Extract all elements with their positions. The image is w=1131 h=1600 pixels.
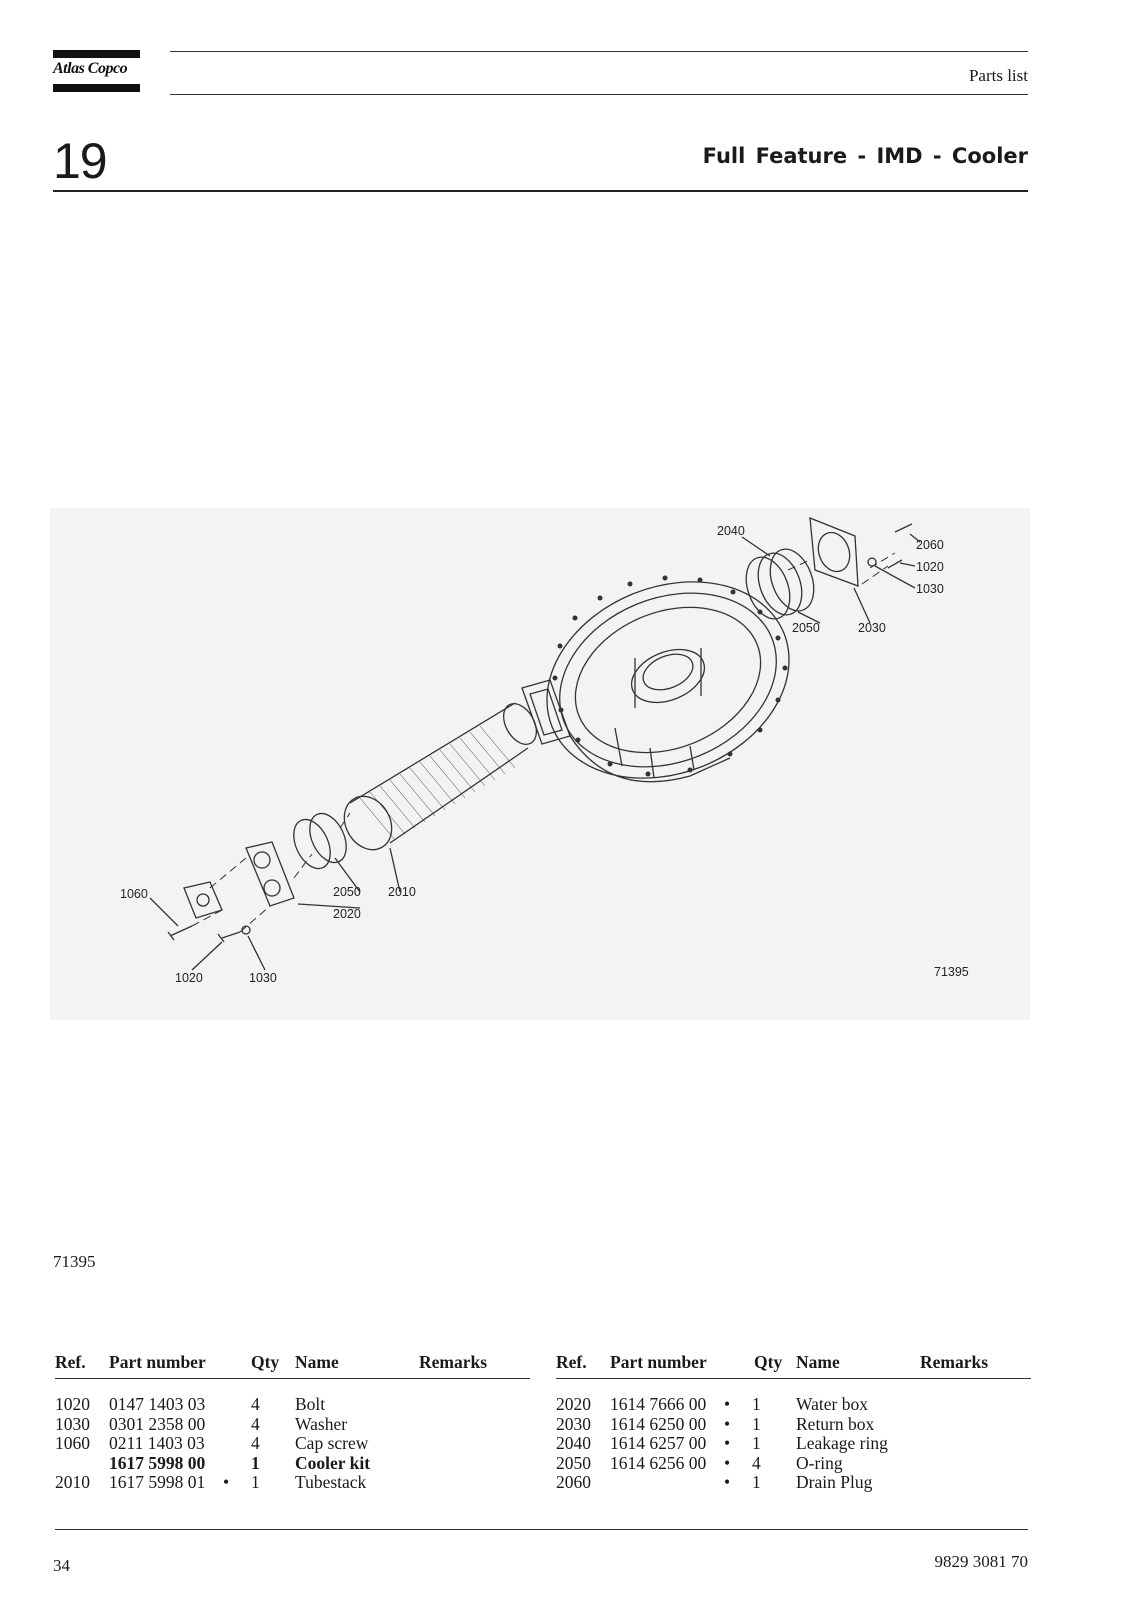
header-part-number: Part number [109, 1352, 206, 1372]
row-part-number: 1614 6250 00 [610, 1413, 707, 1434]
logo-bar-bottom [53, 84, 140, 92]
row-part-number: 1614 6256 00 [610, 1452, 707, 1473]
row-qty: 1 [752, 1472, 761, 1492]
header-qty: Qty [754, 1352, 783, 1372]
row-qty: 1 [752, 1394, 761, 1414]
row-name: Washer [295, 1413, 348, 1434]
row-ref: 1030 [55, 1413, 90, 1434]
row-qty: 1 [752, 1433, 761, 1453]
parts-table-left: Ref. Part number Qty Name Remarks 1020 0… [55, 1352, 530, 1493]
header-rule-top [170, 51, 1028, 52]
header-remarks: Remarks [419, 1352, 488, 1372]
table-row: 2060 • 1 Drain Plug [556, 1473, 1031, 1493]
row-part-number: 1617 5998 01 [109, 1472, 206, 1492]
header-part-number: Part number [610, 1352, 707, 1372]
row-ref: 1060 [55, 1433, 90, 1453]
table-row: 1020 0147 1403 03 4 Bolt [55, 1395, 530, 1415]
row-part-number: 0301 2358 00 [109, 1413, 206, 1434]
row-qty: 4 [251, 1394, 260, 1414]
table-row: 2010 1617 5998 01 • 1 Tubestack [55, 1473, 530, 1493]
row-name: Cap screw [295, 1433, 369, 1453]
table-row: 2020 1614 7666 00 • 1 Water box [556, 1395, 1031, 1415]
row-qty: 4 [251, 1433, 260, 1453]
table-row: 1030 0301 2358 00 4 Washer [55, 1413, 530, 1435]
section-number: 19 [53, 133, 108, 189]
header-rule-bottom [170, 94, 1028, 95]
table-rows-left: 1020 0147 1403 03 4 Bolt 1030 0301 2358 … [55, 1395, 530, 1493]
row-ref: 1020 [55, 1394, 90, 1414]
exploded-drawing: 2040 2060 1020 1030 2050 2030 1060 2050 … [50, 508, 1030, 1020]
row-name: Leakage ring [796, 1433, 888, 1453]
row-name: Tubestack [295, 1472, 367, 1492]
row-part-number: 1617 5998 00 [109, 1452, 206, 1473]
callout-2020: 2020 [333, 907, 361, 921]
callout-1030-right: 1030 [916, 582, 944, 596]
row-dot: • [724, 1452, 731, 1473]
row-name: Water box [796, 1394, 868, 1414]
header-name: Name [796, 1352, 840, 1372]
row-name: Cooler kit [295, 1452, 371, 1473]
document-number: 9829 3081 70 [934, 1552, 1029, 1571]
parts-table-right: Ref. Part number Qty Name Remarks 2020 1… [556, 1352, 1031, 1493]
row-name: Drain Plug [796, 1472, 873, 1492]
row-dot: • [724, 1472, 731, 1492]
table-row: 2030 1614 6250 00 • 1 Return box [556, 1413, 1031, 1435]
header-remarks: Remarks [920, 1352, 989, 1372]
row-qty: 1 [752, 1413, 761, 1434]
row-ref: 2020 [556, 1394, 591, 1414]
callout-2040: 2040 [717, 524, 745, 538]
logo-bar-top [53, 50, 140, 58]
callout-1020-left: 1020 [175, 971, 203, 985]
callout-1020-right: 1020 [916, 560, 944, 574]
row-name: Bolt [295, 1394, 326, 1414]
callout-2030: 2030 [858, 621, 886, 635]
table-row: 2040 1614 6257 00 • 1 Leakage ring [556, 1434, 1031, 1454]
header-ref: Ref. [556, 1352, 587, 1372]
table-row-kit: 1617 5998 00 1 Cooler kit [55, 1452, 530, 1474]
row-ref: 2050 [556, 1452, 591, 1473]
row-part-number: 1614 7666 00 [610, 1394, 707, 1414]
row-part-number: 1614 6257 00 [610, 1433, 707, 1453]
callout-2010: 2010 [388, 885, 416, 899]
row-qty: 4 [251, 1413, 260, 1434]
figure-reference: 71395 [53, 1252, 96, 1271]
row-qty: 1 [251, 1452, 260, 1473]
row-ref: 2010 [55, 1472, 90, 1492]
cooler-exploded-view: 2040 2060 1020 1030 2050 2030 1060 2050 … [120, 517, 969, 985]
table-row: 1060 0211 1403 03 4 Cap screw [55, 1434, 530, 1454]
callout-1060: 1060 [120, 887, 148, 901]
row-ref: 2060 [556, 1472, 591, 1492]
footer-rule [55, 1529, 1028, 1530]
section-rule [53, 190, 1028, 192]
row-dot: • [724, 1433, 731, 1453]
header-qty: Qty [251, 1352, 280, 1372]
row-dot: • [724, 1394, 731, 1414]
row-dot: • [724, 1413, 731, 1434]
row-name: O-ring [796, 1452, 843, 1473]
callout-2050-right: 2050 [792, 621, 820, 635]
header-ref: Ref. [55, 1352, 86, 1372]
row-part-number: 0211 1403 03 [109, 1433, 205, 1453]
row-ref: 2040 [556, 1433, 591, 1453]
page-number: 34 [53, 1556, 70, 1575]
callout-2050-left: 2050 [333, 885, 361, 899]
row-qty: 1 [251, 1472, 260, 1492]
table-header: Ref. Part number Qty Name Remarks [55, 1352, 530, 1379]
callout-1030-left: 1030 [249, 971, 277, 985]
row-part-number: 0147 1403 03 [109, 1394, 206, 1414]
atlas-copco-logo: Atlas Copco [53, 60, 128, 77]
row-qty: 4 [752, 1452, 761, 1473]
drawing-figure-number: 71395 [934, 965, 969, 979]
table-rows-right: 2020 1614 7666 00 • 1 Water box 2030 161… [556, 1395, 1031, 1493]
header-label: Parts list [968, 66, 1028, 85]
table-row: 2050 1614 6256 00 • 4 O-ring [556, 1452, 1031, 1474]
table-header: Ref. Part number Qty Name Remarks [556, 1352, 1031, 1379]
row-name: Return box [796, 1413, 875, 1434]
section-title: Full Feature - IMD - Cooler [702, 144, 1028, 168]
header-name: Name [295, 1352, 339, 1372]
row-ref: 2030 [556, 1413, 591, 1434]
callout-2060: 2060 [916, 538, 944, 552]
row-dot: • [223, 1472, 230, 1492]
